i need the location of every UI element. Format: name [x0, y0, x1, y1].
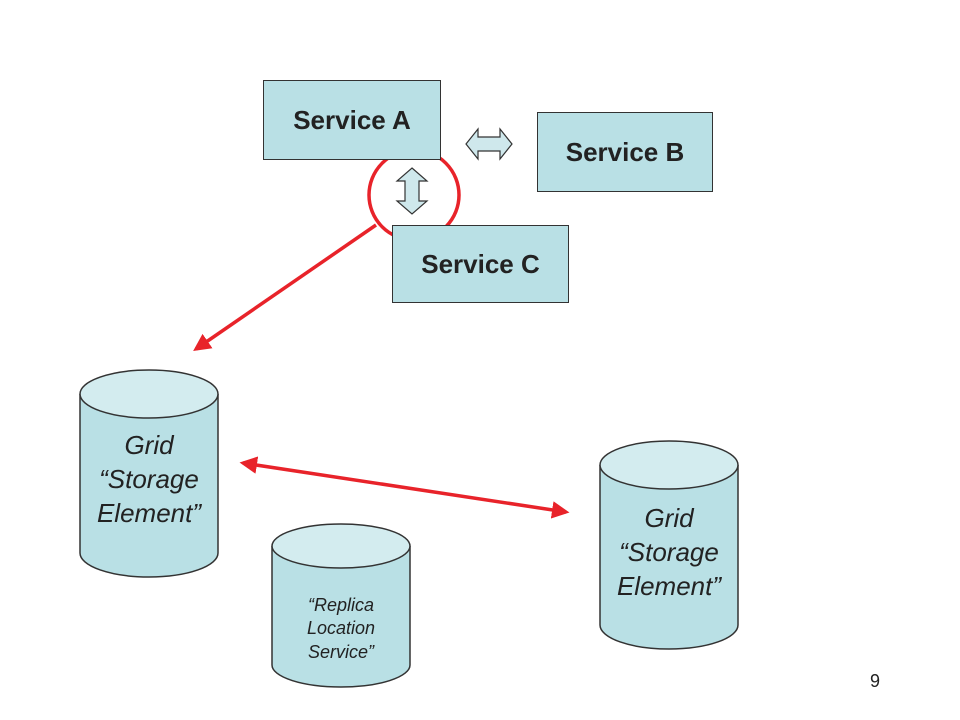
service-b-label: Service B — [565, 136, 685, 167]
storage-element-left-cylinder — [79, 369, 219, 578]
red-arrow-to-storage — [193, 223, 377, 351]
service-b-box: Service B — [537, 112, 713, 192]
replica-location-service-label: “Replica Location Service” — [306, 595, 376, 662]
storage-element-left-label: Grid “Storage Element” — [96, 430, 202, 528]
service-c-box: Service C — [392, 225, 569, 303]
service-a-label: Service A — [293, 104, 411, 135]
page-number: 9 — [869, 671, 880, 691]
red-double-arrow-storage — [239, 456, 570, 519]
service-c-label: Service C — [421, 248, 540, 279]
storage-element-right-cylinder — [599, 440, 739, 650]
replica-location-service-cylinder — [271, 523, 411, 688]
double-arrow-vertical-icon — [395, 167, 429, 215]
double-arrow-horizontal-icon — [465, 127, 513, 161]
storage-element-right-label: Grid “Storage Element” — [616, 503, 722, 601]
service-a-box: Service A — [263, 80, 441, 160]
